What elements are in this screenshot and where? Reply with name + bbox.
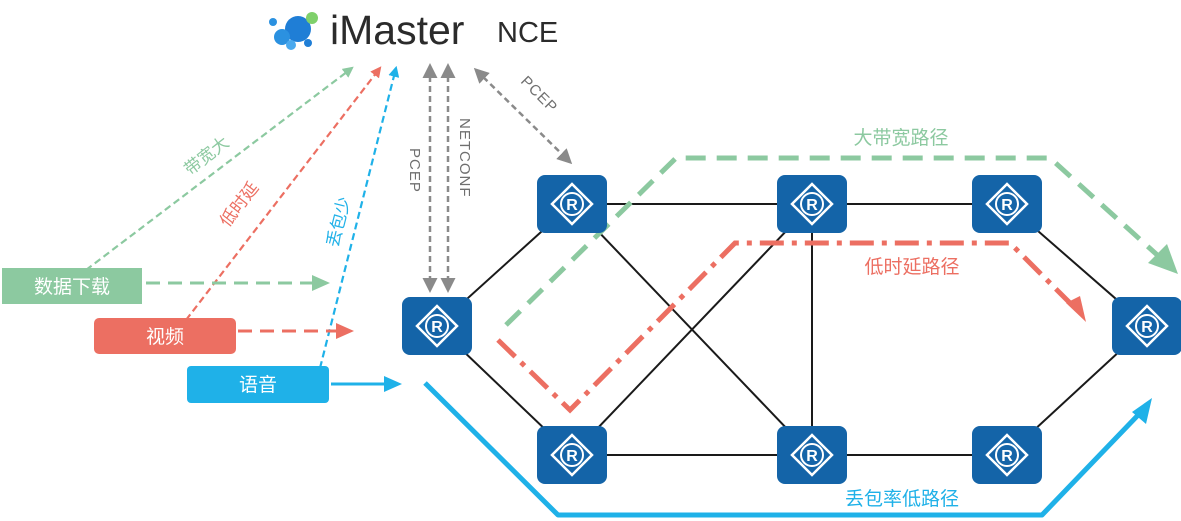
latency-request-arrow — [185, 66, 382, 321]
router-top-right-icon: R — [972, 175, 1042, 233]
low-loss-path — [423, 381, 1143, 518]
latency-requirement-label: 低时延 — [216, 179, 263, 232]
router-bottom-mid-icon: R — [777, 426, 847, 484]
netconf-vertical-label: NETCONF — [456, 118, 473, 198]
low-latency-path-label: 低时延路径 — [864, 256, 959, 278]
voice-flow-arrowhead — [384, 376, 402, 392]
control-links — [422, 63, 573, 293]
router-bottom-right-icon: R — [972, 426, 1042, 484]
router-top-mid-glyph: R — [806, 197, 818, 214]
logo-brand-text: iMaster — [330, 7, 464, 53]
pcep-diagonal-label: PCEP — [517, 73, 561, 117]
low-latency-path-arrowhead — [1066, 296, 1086, 322]
video-box — [94, 318, 236, 354]
imaster-nce-logo: iMaster NCE — [269, 7, 558, 53]
router-top-right-glyph: R — [1001, 197, 1013, 214]
low-latency-path — [496, 240, 1074, 414]
router-egress-glyph: R — [1141, 319, 1153, 336]
loss-request-arrow — [318, 65, 400, 369]
high-bandwidth-path — [504, 155, 1167, 327]
data-download-label: 数据下载 — [34, 276, 110, 298]
router-bottom-mid-glyph: R — [806, 448, 818, 465]
low-loss-path-arrowhead — [1132, 398, 1152, 424]
low-loss-path-label: 丢包率低路径 — [845, 488, 959, 510]
pcep-vertical-label: PCEP — [406, 148, 423, 193]
router-ingress-icon: R — [402, 297, 472, 355]
logo-mark-icon — [269, 12, 318, 50]
service-voice: 语音 — [187, 366, 329, 403]
router-egress-icon: R — [1112, 297, 1181, 355]
router-bottom-right-glyph: R — [1001, 448, 1013, 465]
pcep-diagonal-arrow — [473, 67, 573, 165]
router-bottom-left-icon: R — [537, 426, 607, 484]
bandwidth-request-arrow — [85, 66, 354, 271]
logo-product-text: NCE — [497, 17, 558, 49]
service-data-download: 数据下载 — [2, 268, 142, 304]
video-label: 视频 — [146, 326, 184, 348]
high-bandwidth-path-arrowhead — [1148, 244, 1178, 274]
router-top-left-icon: R — [537, 175, 607, 233]
loss-requirement-label: 丢包少 — [323, 195, 355, 249]
data-download-box — [2, 268, 142, 304]
high-bandwidth-path-label: 大带宽路径 — [853, 127, 948, 149]
router-ingress-glyph: R — [431, 319, 443, 336]
routers: R R R R R R R R — [402, 175, 1181, 484]
video-flow-arrowhead — [336, 323, 354, 339]
service-video: 视频 — [94, 318, 236, 354]
router-top-left-glyph: R — [566, 197, 578, 214]
link-cross-2 — [571, 203, 813, 456]
data-download-flow-arrowhead — [312, 275, 330, 291]
voice-box — [187, 366, 329, 403]
router-bottom-left-glyph: R — [566, 448, 578, 465]
voice-label: 语音 — [239, 374, 277, 396]
bandwidth-requirement-label: 带宽大 — [181, 133, 234, 180]
router-top-mid-icon: R — [777, 175, 847, 233]
